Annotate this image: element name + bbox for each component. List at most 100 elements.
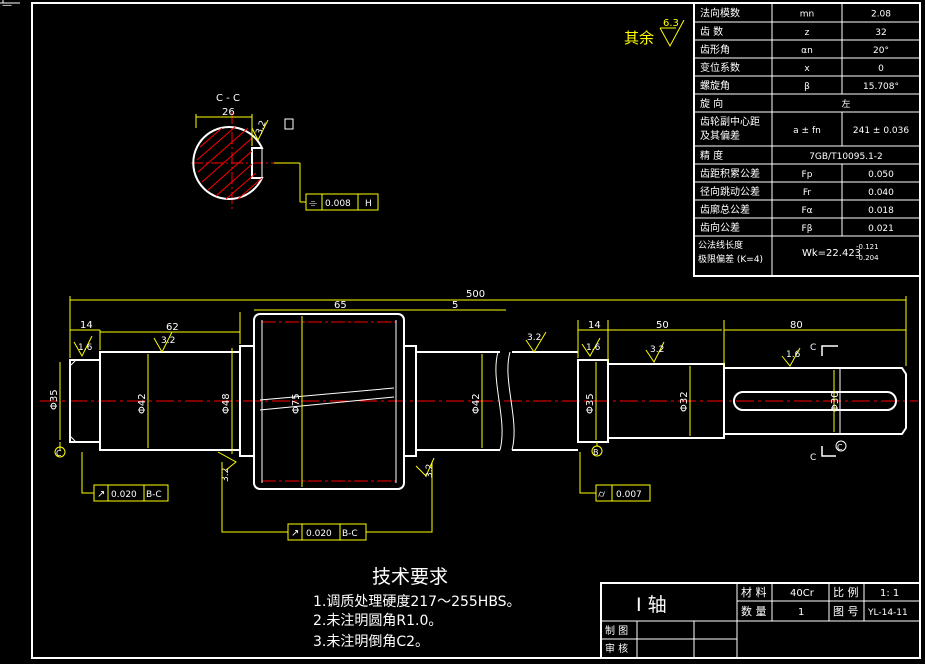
- title-scale-value: 1: 1: [880, 588, 899, 599]
- gear-param-symbol: αn: [801, 46, 813, 56]
- gear-param-symbol: z: [805, 28, 810, 38]
- gear-param-name: 齿轮副中心距: [700, 115, 760, 128]
- dim-65: 65: [334, 300, 347, 311]
- tech-item-2: 2.未注明圆角R1.0。: [313, 613, 442, 629]
- title-qty-value: 1: [798, 607, 804, 618]
- dim-dia48: Φ48: [221, 393, 232, 414]
- gear-param-symbol: β: [804, 82, 810, 92]
- roughness-r1: 1.6: [78, 343, 93, 353]
- gear-param-value: 7GB/T10095.1-2: [809, 152, 883, 162]
- gear-param-symbol: Fα: [801, 206, 812, 216]
- gear-param-value: 0: [878, 64, 884, 74]
- section-view: C - C 26 3.2 ⌯ 0.008: [191, 93, 379, 211]
- tech-title: 技术要求: [372, 566, 448, 588]
- datum-markers: C B C C C: [54, 343, 847, 463]
- dim-dia42-a: Φ42: [137, 393, 148, 414]
- runout-1-value: 0.020: [111, 490, 137, 500]
- corner-mark: —: [2, 0, 12, 11]
- gear-param-value: 241 ± 0.036: [853, 126, 909, 136]
- title-block: I 轴 材 料 40Cr 比 例 1: 1 数 量 1 图 号 YL-14-11…: [600, 582, 921, 659]
- runout-3-value: 0.007: [616, 490, 642, 500]
- section-dim-26: 26: [222, 107, 235, 118]
- gear-param-name: 齿距积累公差: [700, 167, 760, 180]
- title-scale-label: 比 例: [833, 585, 859, 599]
- gear-param-value: 32: [875, 28, 886, 38]
- gear-param-name: 齿形角: [700, 44, 730, 56]
- title-check-label: 审 核: [605, 642, 628, 655]
- section-hatch: [196, 126, 263, 200]
- common-normal-value: Wk=22.423: [802, 248, 861, 259]
- runout-frame-3: ⌭ 0.007: [595, 484, 651, 502]
- datum-right-circle: [591, 445, 603, 457]
- roughness-r7: 3.2: [650, 345, 664, 355]
- datum-right-label: B: [593, 448, 599, 457]
- gear-param-name: 齿廓总公差: [700, 203, 750, 216]
- dim-dia35-right: Φ35: [585, 393, 596, 414]
- gear-param-row: 齿 数 z 32: [694, 22, 920, 41]
- datum-left-circle: [54, 446, 66, 458]
- runout-1-symbol: ↗: [97, 489, 105, 500]
- shaft-section-42b: [415, 351, 500, 451]
- shaft-section-32: [607, 363, 725, 439]
- common-normal-name-1: 公法线长度: [698, 239, 743, 251]
- dim-dia35-left: Φ35: [49, 389, 60, 410]
- roughness-r5: 3.2: [527, 333, 541, 343]
- gear-param-row: 螺旋角 β 15.708°: [694, 76, 920, 95]
- title-drawn-label: 制 图: [605, 624, 628, 637]
- shaft-keyway: [733, 391, 897, 411]
- section-tol-datum: H: [365, 199, 372, 209]
- gear-param-name: 齿向公差: [700, 221, 740, 234]
- gear-param-value: 0.040: [868, 188, 894, 198]
- section-tol-value: 0.008: [325, 199, 351, 209]
- section-shaft: [192, 126, 264, 200]
- dim-dia30: Φ30: [830, 391, 841, 412]
- title-drawing-no-label: 图 号: [833, 605, 859, 618]
- title-part-name: I 轴: [636, 594, 667, 616]
- common-normal-name-2: 极限偏差 (K=4): [698, 253, 763, 265]
- dim-dia75: Φ75: [291, 393, 302, 414]
- gear-param-value: 15.708°: [863, 82, 899, 92]
- section-roughness: 3.2: [254, 119, 268, 136]
- datum-key-label: C: [837, 443, 843, 452]
- gear-param-name: 螺旋角: [700, 79, 730, 92]
- gear-param-name: 径向跳动公差: [700, 185, 760, 198]
- gear-param-value: 2.08: [871, 10, 891, 20]
- dim-80: 80: [790, 320, 803, 331]
- cut-label-top: C: [810, 343, 816, 353]
- common-normal-upper: -0.121: [856, 243, 879, 251]
- dim-62: 62: [166, 322, 179, 333]
- section-tol-symbol: ⌯: [309, 198, 317, 209]
- gear-param-symbol: Fβ: [802, 224, 813, 234]
- drawing-border: [31, 2, 921, 659]
- roughness-r2: 3.2: [161, 336, 175, 346]
- roughness-other-value: 6.3: [663, 18, 679, 29]
- gear-param-symbol: mn: [800, 10, 814, 20]
- tech-item-3: 3.未注明倒角C2。: [313, 634, 429, 650]
- dim-5: 5: [452, 300, 458, 311]
- section-tolerance-frame: ⌯ 0.008 H: [300, 193, 379, 211]
- tech-requirements: 技术要求 1.调质处理硬度217～255HBS。 2.未注明圆角R1.0。 3.…: [313, 566, 521, 650]
- shaft-section-30: [724, 367, 907, 435]
- dim-14-right: 14: [588, 320, 601, 331]
- gear-param-symbol: Fr: [803, 188, 812, 198]
- cut-label-bottom: C: [810, 453, 816, 463]
- dim-dia42-b: Φ42: [471, 393, 482, 414]
- gear-param-name: 齿 数: [700, 25, 723, 38]
- roughness-r8: 1.6: [786, 350, 801, 360]
- common-normal-lower: -0.204: [856, 254, 879, 262]
- runout-3-symbol: ⌭: [598, 489, 606, 500]
- roughness-r4: 3.2: [425, 464, 435, 478]
- roughness-r3: 3.2: [221, 468, 231, 482]
- runout-1-datum: B-C: [146, 490, 162, 500]
- runout-frame-2: ↗ 0.020 B-C: [287, 523, 367, 541]
- runout-2-symbol: ↗: [291, 528, 299, 539]
- roughness-other: 其余 6.3: [624, 18, 685, 48]
- shaft-main-view: [40, 313, 918, 490]
- runout-2-datum: B-C: [342, 529, 358, 539]
